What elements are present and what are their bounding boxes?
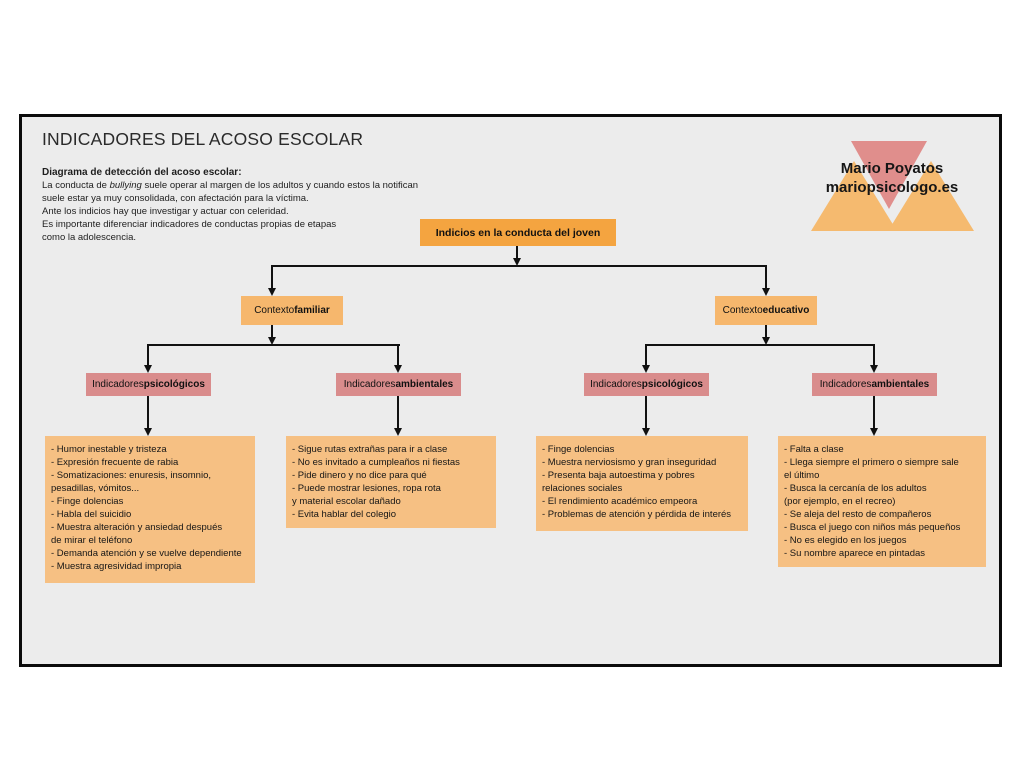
list-item: - Falta a clase (784, 444, 844, 455)
category-label-bold: ambientales (871, 379, 930, 390)
category-label-prefix: Indicadores (819, 379, 872, 390)
arrowhead-down-icon (144, 428, 152, 436)
intro-line1-post: suele operar al margen de los adultos y … (141, 180, 419, 191)
list-item: - Busca el juego con niños más pequeños (784, 522, 961, 533)
arrowhead-down-icon (642, 365, 650, 373)
connector-line (645, 396, 647, 428)
logo-triangle-up-left-icon (811, 161, 897, 231)
list-item: - Humor inestable y tristeza (51, 444, 167, 455)
logo-text: Mario Poyatos mariopsicologo.es (809, 159, 975, 197)
connector-line (147, 344, 400, 346)
category-label-prefix: Indicadores (343, 379, 396, 390)
intro-line: La conducta de bullying suele operar al … (42, 179, 452, 192)
arrowhead-down-icon (762, 337, 770, 345)
indicator-list-educativo-ambientales: - Falta a clase - Llega siempre el primer… (778, 436, 986, 567)
list-item: - Finge dolencias (542, 444, 615, 455)
list-item: suele estar ya muy consolidada, con afec… (42, 193, 309, 204)
context-label-prefix: Contexto (722, 305, 763, 316)
connector-line (147, 396, 149, 428)
list-item: - Puede mostrar lesiones, ropa rota y ma… (292, 483, 441, 507)
node-category-psicologicos-familiar: Indicadores psicológicos (86, 373, 211, 396)
context-label-bold: educativo (762, 305, 810, 316)
category-label-prefix: Indicadores (590, 379, 642, 390)
list-item: Ante los indicios hay que investigar y a… (42, 206, 289, 217)
connector-line (645, 346, 647, 365)
arrowhead-down-icon (513, 258, 521, 266)
connector-line (147, 346, 149, 365)
indicator-list-familiar-ambientales: - Sigue rutas extrañas para ir a clase - … (286, 436, 496, 528)
arrowhead-down-icon (762, 288, 770, 296)
category-label-bold: ambientales (395, 379, 454, 390)
arrowhead-down-icon (394, 428, 402, 436)
intro-lines: suele estar ya muy consolidada, con afec… (42, 192, 452, 244)
connector-line (765, 325, 767, 337)
connector-line (271, 265, 767, 267)
arrowhead-down-icon (870, 428, 878, 436)
connector-line (765, 267, 767, 288)
node-context-familiar: Contexto familiar (241, 296, 343, 325)
list-item: como la adolescencia. (42, 232, 136, 243)
list-item: - Evita hablar del colegio (292, 509, 397, 520)
list-item: - Muestra alteración y ansiedad después … (51, 522, 223, 546)
category-label-bold: psicológicos (641, 379, 703, 390)
connector-line (873, 346, 875, 365)
list-item: - Habla del suicidio (51, 509, 132, 520)
list-item: - Muestra agresividad impropia (51, 561, 182, 572)
category-label-bold: psicológicos (143, 379, 205, 390)
logo: Mario Poyatos mariopsicologo.es (809, 137, 975, 237)
connector-line (516, 246, 518, 258)
node-root: Indicios en la conducta del joven (420, 219, 616, 246)
arrowhead-down-icon (268, 337, 276, 345)
node-category-ambientales-familiar: Indicadores ambientales (336, 373, 461, 396)
connector-line (873, 396, 875, 428)
list-item: - Expresión frecuente de rabia (51, 457, 179, 468)
list-item: - Somatizaciones: enuresis, insomnio, pe… (51, 470, 211, 494)
node-context-educativo: Contexto educativo (715, 296, 817, 325)
list-item: - Finge dolencias (51, 496, 124, 507)
intro-line1-pre: La conducta de (42, 180, 110, 191)
list-item: Es importante diferenciar indicadores de… (42, 219, 337, 230)
connector-line (397, 396, 399, 428)
list-item: - Su nombre aparece en pintadas (784, 548, 926, 559)
intro-heading: Diagrama de detección del acoso escolar: (42, 167, 242, 178)
connector-line (645, 344, 875, 346)
connector-line (271, 267, 273, 288)
arrowhead-down-icon (394, 365, 402, 373)
indicator-list-educativo-psicologicos: - Finge dolencias - Muestra nerviosismo y… (536, 436, 748, 531)
category-label-prefix: Indicadores (92, 379, 144, 390)
list-item: - Se aleja del resto de compañeros (784, 509, 932, 520)
list-item: - Pide dinero y no dice para qué (292, 470, 427, 481)
logo-site: mariopsicologo.es (825, 179, 959, 196)
list-item: - No es invitado a cumpleaños ni fiestas (292, 457, 460, 468)
logo-name: Mario Poyatos (840, 160, 944, 177)
list-item: - El rendimiento académico empeora (542, 496, 698, 507)
arrowhead-down-icon (144, 365, 152, 373)
list-item: - Problemas de atención y pérdida de int… (542, 509, 732, 520)
arrowhead-down-icon (870, 365, 878, 373)
list-item: - No es elegido en los juegos (784, 535, 907, 546)
context-label-prefix: Contexto (254, 305, 295, 316)
intro-line1-italic: bullying (109, 180, 142, 191)
list-item: - Busca la cercanía de los adultos (por … (784, 483, 927, 507)
diagram-frame: INDICADORES DEL ACOSO ESCOLAR Diagrama d… (19, 114, 1002, 667)
connector-line (397, 346, 399, 365)
node-category-psicologicos-educativo: Indicadores psicológicos (584, 373, 709, 396)
arrowhead-down-icon (268, 288, 276, 296)
intro-text: Diagrama de detección del acoso escolar:… (42, 166, 452, 244)
indicator-list-familiar-psicologicos: - Humor inestable y tristeza - Expresión … (45, 436, 255, 583)
list-item: - Sigue rutas extrañas para ir a clase (292, 444, 448, 455)
list-item: - Muestra nerviosismo y gran inseguridad (542, 457, 717, 468)
list-item: - Demanda atención y se vuelve dependien… (51, 548, 242, 559)
logo-triangle-up-right-icon (888, 161, 974, 231)
arrowhead-down-icon (642, 428, 650, 436)
page-title: INDICADORES DEL ACOSO ESCOLAR (42, 129, 364, 149)
list-item: - Llega siempre el primero o siempre sal… (784, 457, 959, 481)
list-item: - Presenta baja autoestima y pobres rela… (542, 470, 695, 494)
context-label-bold: familiar (294, 305, 330, 316)
node-category-ambientales-educativo: Indicadores ambientales (812, 373, 937, 396)
connector-line (271, 325, 273, 337)
